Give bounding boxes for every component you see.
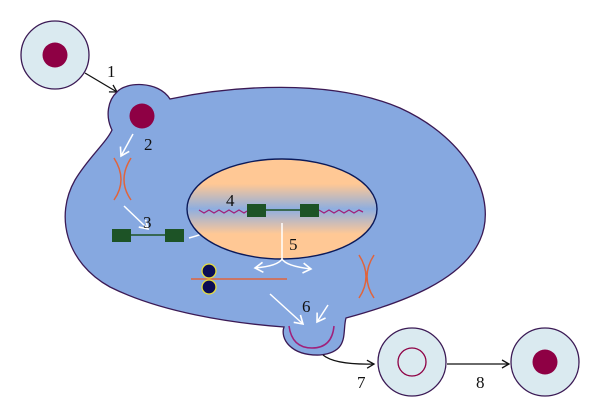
donor-nucleus (42, 42, 68, 68)
donor-cell (20, 20, 90, 90)
label-1: 1 (107, 62, 116, 81)
arrow-split-5 (253, 223, 313, 274)
chromosome-left (113, 157, 132, 201)
label-5: 5 (289, 235, 298, 254)
arrow-white (316, 304, 329, 324)
label-2: 2 (144, 135, 153, 154)
internalized-nucleus (129, 103, 155, 129)
daughter-cell-empty (377, 327, 447, 397)
arrow-step-7 (322, 354, 376, 369)
label-3: 3 (143, 213, 152, 232)
daughter-cell-nucleated (510, 327, 580, 397)
label-6: 6 (302, 297, 311, 316)
gene-construct-cytoplasm (112, 229, 184, 242)
label-7: 7 (357, 373, 366, 392)
ribosome-mrna (191, 263, 287, 295)
arrow-white (123, 205, 150, 231)
arrow-white (269, 293, 305, 326)
label-8: 8 (476, 373, 485, 392)
label-4: 4 (226, 191, 235, 210)
budding-vesicle (288, 325, 335, 349)
gene-construct-nucleus (198, 204, 364, 217)
arrow-step-1 (84, 72, 119, 93)
arrow-white (119, 133, 134, 158)
chromosome-right (358, 254, 375, 299)
